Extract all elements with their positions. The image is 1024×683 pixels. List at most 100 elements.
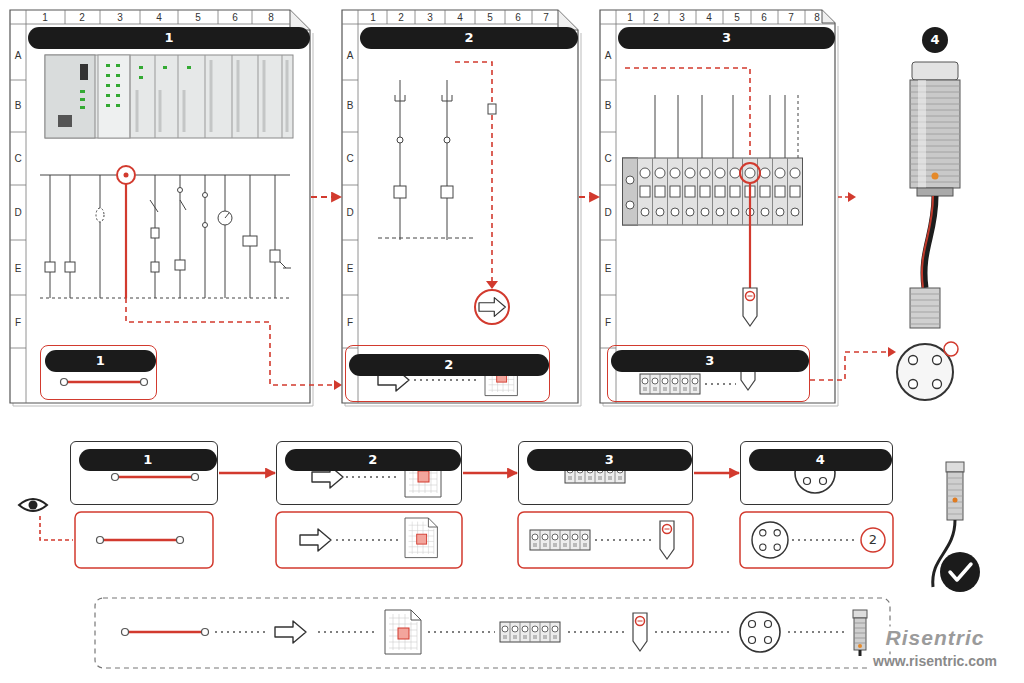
- traced-wire: [125, 184, 127, 298]
- schematic: [444, 137, 450, 143]
- schematic: [280, 262, 291, 268]
- trace-arrow: [838, 196, 848, 198]
- drawing-sheet: [600, 10, 835, 403]
- column-number: 7: [543, 12, 549, 23]
- drawing-sheet: 33: [600, 10, 835, 403]
- drawing-sheet: [600, 10, 838, 406]
- proximity-sensor: [909, 380, 918, 389]
- proximity-sensor: [910, 288, 940, 328]
- plc-rack: [106, 94, 110, 97]
- check-mark: [950, 564, 971, 580]
- terminal-block: [740, 163, 760, 183]
- step-box: 1: [70, 441, 218, 505]
- summary-strip: [385, 610, 421, 654]
- summary-strip: [95, 598, 890, 668]
- schematic: [151, 228, 159, 238]
- detail-box: [75, 512, 213, 568]
- check-mark: [940, 552, 980, 592]
- trace-arrow: [810, 192, 896, 380]
- summary-strip: [633, 613, 647, 651]
- row-letter: B: [15, 100, 22, 111]
- row-letter: C: [14, 153, 21, 164]
- plc-rack: [163, 66, 167, 69]
- row-letter: A: [347, 50, 354, 61]
- column-number: 6: [232, 12, 238, 23]
- callout-number: 2: [349, 354, 550, 376]
- row-letter: C: [346, 153, 353, 164]
- row-letter: F: [15, 317, 21, 328]
- proximity-sensor: [922, 196, 933, 288]
- terminal-block: [798, 95, 799, 158]
- small-sensor: [953, 498, 958, 503]
- terminal-block: [775, 168, 785, 178]
- watermark: Risentric: [884, 626, 987, 649]
- drawing-sheet: [342, 10, 558, 403]
- terminal-block: [626, 201, 634, 209]
- illustration: [300, 529, 331, 551]
- callout-number: 1: [79, 449, 218, 471]
- schematic: [395, 95, 452, 101]
- terminal-block: [730, 168, 740, 178]
- terminal-block: [700, 186, 710, 197]
- detail-box: [518, 512, 693, 568]
- summary-strip: [95, 598, 890, 668]
- illustration: [660, 521, 674, 559]
- schematic: [394, 186, 406, 198]
- trace-arrow: [888, 347, 896, 357]
- schematic: [40, 298, 290, 299]
- proximity-sensor: [918, 80, 926, 188]
- illustration: [61, 379, 148, 386]
- illustration: [97, 537, 184, 544]
- plc-rack: [116, 64, 120, 67]
- summary-strip: [275, 621, 306, 643]
- schematic: [180, 200, 186, 210]
- page-reference: [488, 104, 496, 114]
- column-number: 1: [627, 12, 633, 23]
- column-number: 5: [195, 12, 201, 23]
- schematic: [45, 262, 55, 272]
- terminal-block: [655, 168, 665, 178]
- proximity-sensor: [909, 356, 942, 389]
- trace-arrow: [848, 192, 856, 202]
- plc-rack: [45, 55, 95, 138]
- drawing-sheet: [342, 10, 578, 403]
- terminal-block: [670, 186, 680, 197]
- terminal-block: [749, 183, 751, 288]
- row-letter: E: [347, 263, 354, 274]
- terminal-block: [623, 68, 803, 326]
- dotted-leader: [336, 539, 400, 540]
- schematic: [378, 80, 475, 240]
- plc-rack: [45, 55, 293, 138]
- summary-strip: [215, 631, 265, 632]
- proximity-sensor: [910, 80, 960, 188]
- terminal-block: [743, 288, 757, 326]
- schematic: [203, 193, 208, 198]
- proximity-sensor: [944, 342, 958, 356]
- small-sensor: [947, 472, 963, 520]
- terminal-block: [716, 208, 724, 216]
- drawing-sheet: [10, 10, 313, 406]
- plc-rack: [58, 115, 72, 127]
- column-number: 7: [788, 12, 794, 23]
- row-letter: E: [15, 263, 22, 274]
- proximity-sensor: [912, 62, 958, 80]
- callout-number: 3: [611, 350, 810, 372]
- terminal-block: [638, 158, 788, 225]
- plc-rack: [106, 74, 110, 77]
- schematic: [378, 238, 475, 239]
- flow-arrow: [694, 472, 739, 475]
- terminal-block: [655, 95, 785, 158]
- traced-wire: [117, 166, 135, 184]
- drawing-sheet: [342, 10, 581, 406]
- terminal-block: [656, 208, 664, 216]
- proximity-sensor: [910, 294, 940, 324]
- traced-wire: [124, 173, 129, 178]
- schematic: [243, 236, 257, 246]
- column-number: 8: [268, 12, 274, 23]
- row-letter: B: [605, 100, 612, 111]
- summary-strip: [655, 631, 733, 632]
- proximity-sensor: [897, 62, 960, 400]
- small-sensor: [947, 478, 963, 514]
- callout-number: 4: [749, 449, 893, 471]
- summary-strip: [122, 629, 209, 636]
